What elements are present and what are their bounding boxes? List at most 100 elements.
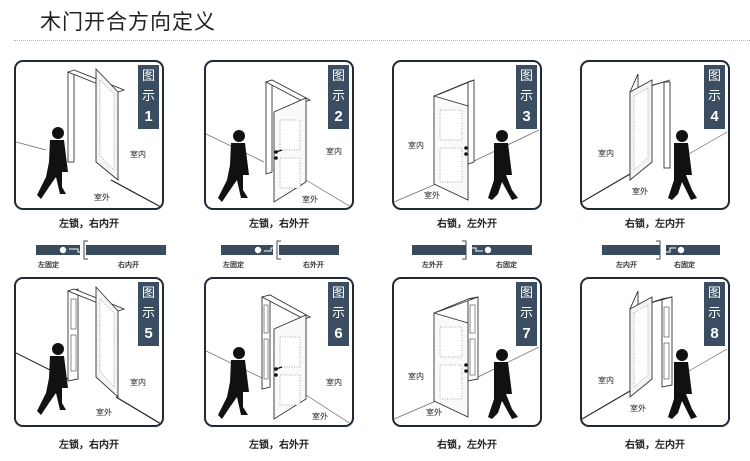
door-scene-illustration [206,79,351,207]
person-silhouette-icon [488,130,518,200]
badge-char: 示 [331,89,345,104]
figure-panel-3: 室内 室外 图 示 3 [392,60,542,210]
wall-segment [472,245,532,255]
badge-char: 图 [519,286,533,301]
figure-number: 2 [334,108,343,125]
figure-caption: 右锁，左内开 [625,440,685,451]
figure-panel-6: 室内 室外 图 示 6 [204,277,354,427]
person-silhouette-icon [668,349,697,419]
outdoor-label: 室外 [312,412,328,421]
figure-badge: 图 示 1 [138,65,159,129]
badge-char: 示 [519,89,533,104]
indoor-label: 室内 [130,378,146,387]
figure-badge: 图 示 3 [516,65,537,129]
plan-left-label: 左固定 [38,261,59,269]
figure-badge: 图 示 5 [138,282,159,346]
outdoor-label: 室外 [426,408,442,417]
figure-caption: 左锁，右外开 [249,440,309,451]
indoor-label: 室内 [326,147,342,156]
figure-caption: 右锁，左外开 [437,219,497,230]
figure-number: 6 [334,325,343,342]
person-silhouette-icon [488,349,518,419]
wall-segment [279,245,339,255]
floor-plan-4: 左内开 右固定 [602,239,732,269]
door-opening-symbol [254,240,281,260]
door-scene-illustration [16,67,161,207]
person-silhouette-icon [37,127,68,199]
indoor-label: 室内 [598,149,614,158]
plan-right-label: 右固定 [674,261,695,269]
page-title: 木门开合方向定义 [40,10,216,34]
floor-plan-3: 左外开 右固定 [412,239,542,269]
outdoor-label: 室外 [96,408,112,417]
badge-char: 图 [331,69,345,84]
person-silhouette-icon [218,130,249,202]
person-silhouette-icon [37,343,68,415]
wall-segment [412,245,466,255]
figure-number: 8 [710,325,719,342]
figure-badge: 图 示 7 [516,282,537,346]
outdoor-label: 室外 [302,195,318,204]
badge-char: 示 [519,306,533,321]
outdoor-label: 室外 [632,187,648,196]
figure-caption: 右锁，左外开 [437,440,497,451]
indoor-label: 室内 [326,378,342,387]
door-scene-illustration [582,73,727,203]
person-silhouette-icon [668,130,697,200]
plan-right-label: 右固定 [496,261,517,269]
badge-char: 示 [331,306,345,321]
door-scene-illustration [394,296,539,420]
wall-segment [602,245,660,255]
outdoor-label: 室外 [94,193,110,202]
figure-badge: 图 示 8 [704,282,725,346]
figure-badge: 图 示 6 [328,282,349,346]
badge-char: 图 [141,69,155,84]
badge-char: 图 [707,69,721,84]
floor-plan-1: 左固定 右内开 [36,239,166,269]
figure-number: 5 [144,325,153,342]
figure-number: 3 [522,108,531,125]
badge-char: 图 [331,286,345,301]
badge-char: 图 [519,69,533,84]
figure-caption: 右锁，左内开 [625,219,685,230]
badge-char: 示 [707,306,721,321]
badge-char: 图 [707,286,721,301]
wall-segment [221,245,273,255]
figure-panel-7: 室内 室外 图 示 7 [392,277,542,427]
plan-left-label: 左外开 [422,261,443,269]
plan-left-label: 左固定 [223,261,244,269]
wall-segment [86,245,166,255]
figure-caption: 左锁，右内开 [59,219,119,230]
plan-right-label: 右内开 [118,261,139,269]
plan-right-label: 右外开 [303,261,324,269]
floor-plan-2: 左固定 右外开 [221,239,351,269]
wall-segment [666,245,720,255]
door-opening-symbol [462,240,492,260]
figure-panel-8: 室内 室外 图 示 8 [580,277,730,427]
figure-caption: 左锁，右内开 [59,440,119,451]
outdoor-label: 室外 [424,191,440,200]
indoor-label: 室内 [598,376,614,385]
indoor-label: 室内 [408,141,424,150]
badge-char: 示 [141,306,155,321]
door-opening-symbol [59,240,88,260]
outdoor-label: 室外 [630,404,646,413]
wall-segment [36,245,80,255]
door-scene-illustration [16,285,161,424]
plan-left-label: 左内开 [616,261,637,269]
badge-char: 图 [141,286,155,301]
figure-number: 7 [522,325,531,342]
badge-char: 示 [141,89,155,104]
figure-number: 1 [144,108,153,125]
badge-char: 示 [707,89,721,104]
figure-panel-1: 室内 室外 图 示 1 [14,60,164,210]
figure-badge: 图 示 4 [704,65,725,129]
title-divider [14,40,750,41]
figure-caption: 左锁，右外开 [249,219,309,230]
figure-number: 4 [710,108,719,125]
door-scene-illustration [394,79,539,203]
door-scene-illustration [582,290,727,420]
figure-badge: 图 示 2 [328,65,349,129]
person-silhouette-icon [218,347,249,419]
figure-panel-4: 室内 室外 图 示 4 [580,60,730,210]
